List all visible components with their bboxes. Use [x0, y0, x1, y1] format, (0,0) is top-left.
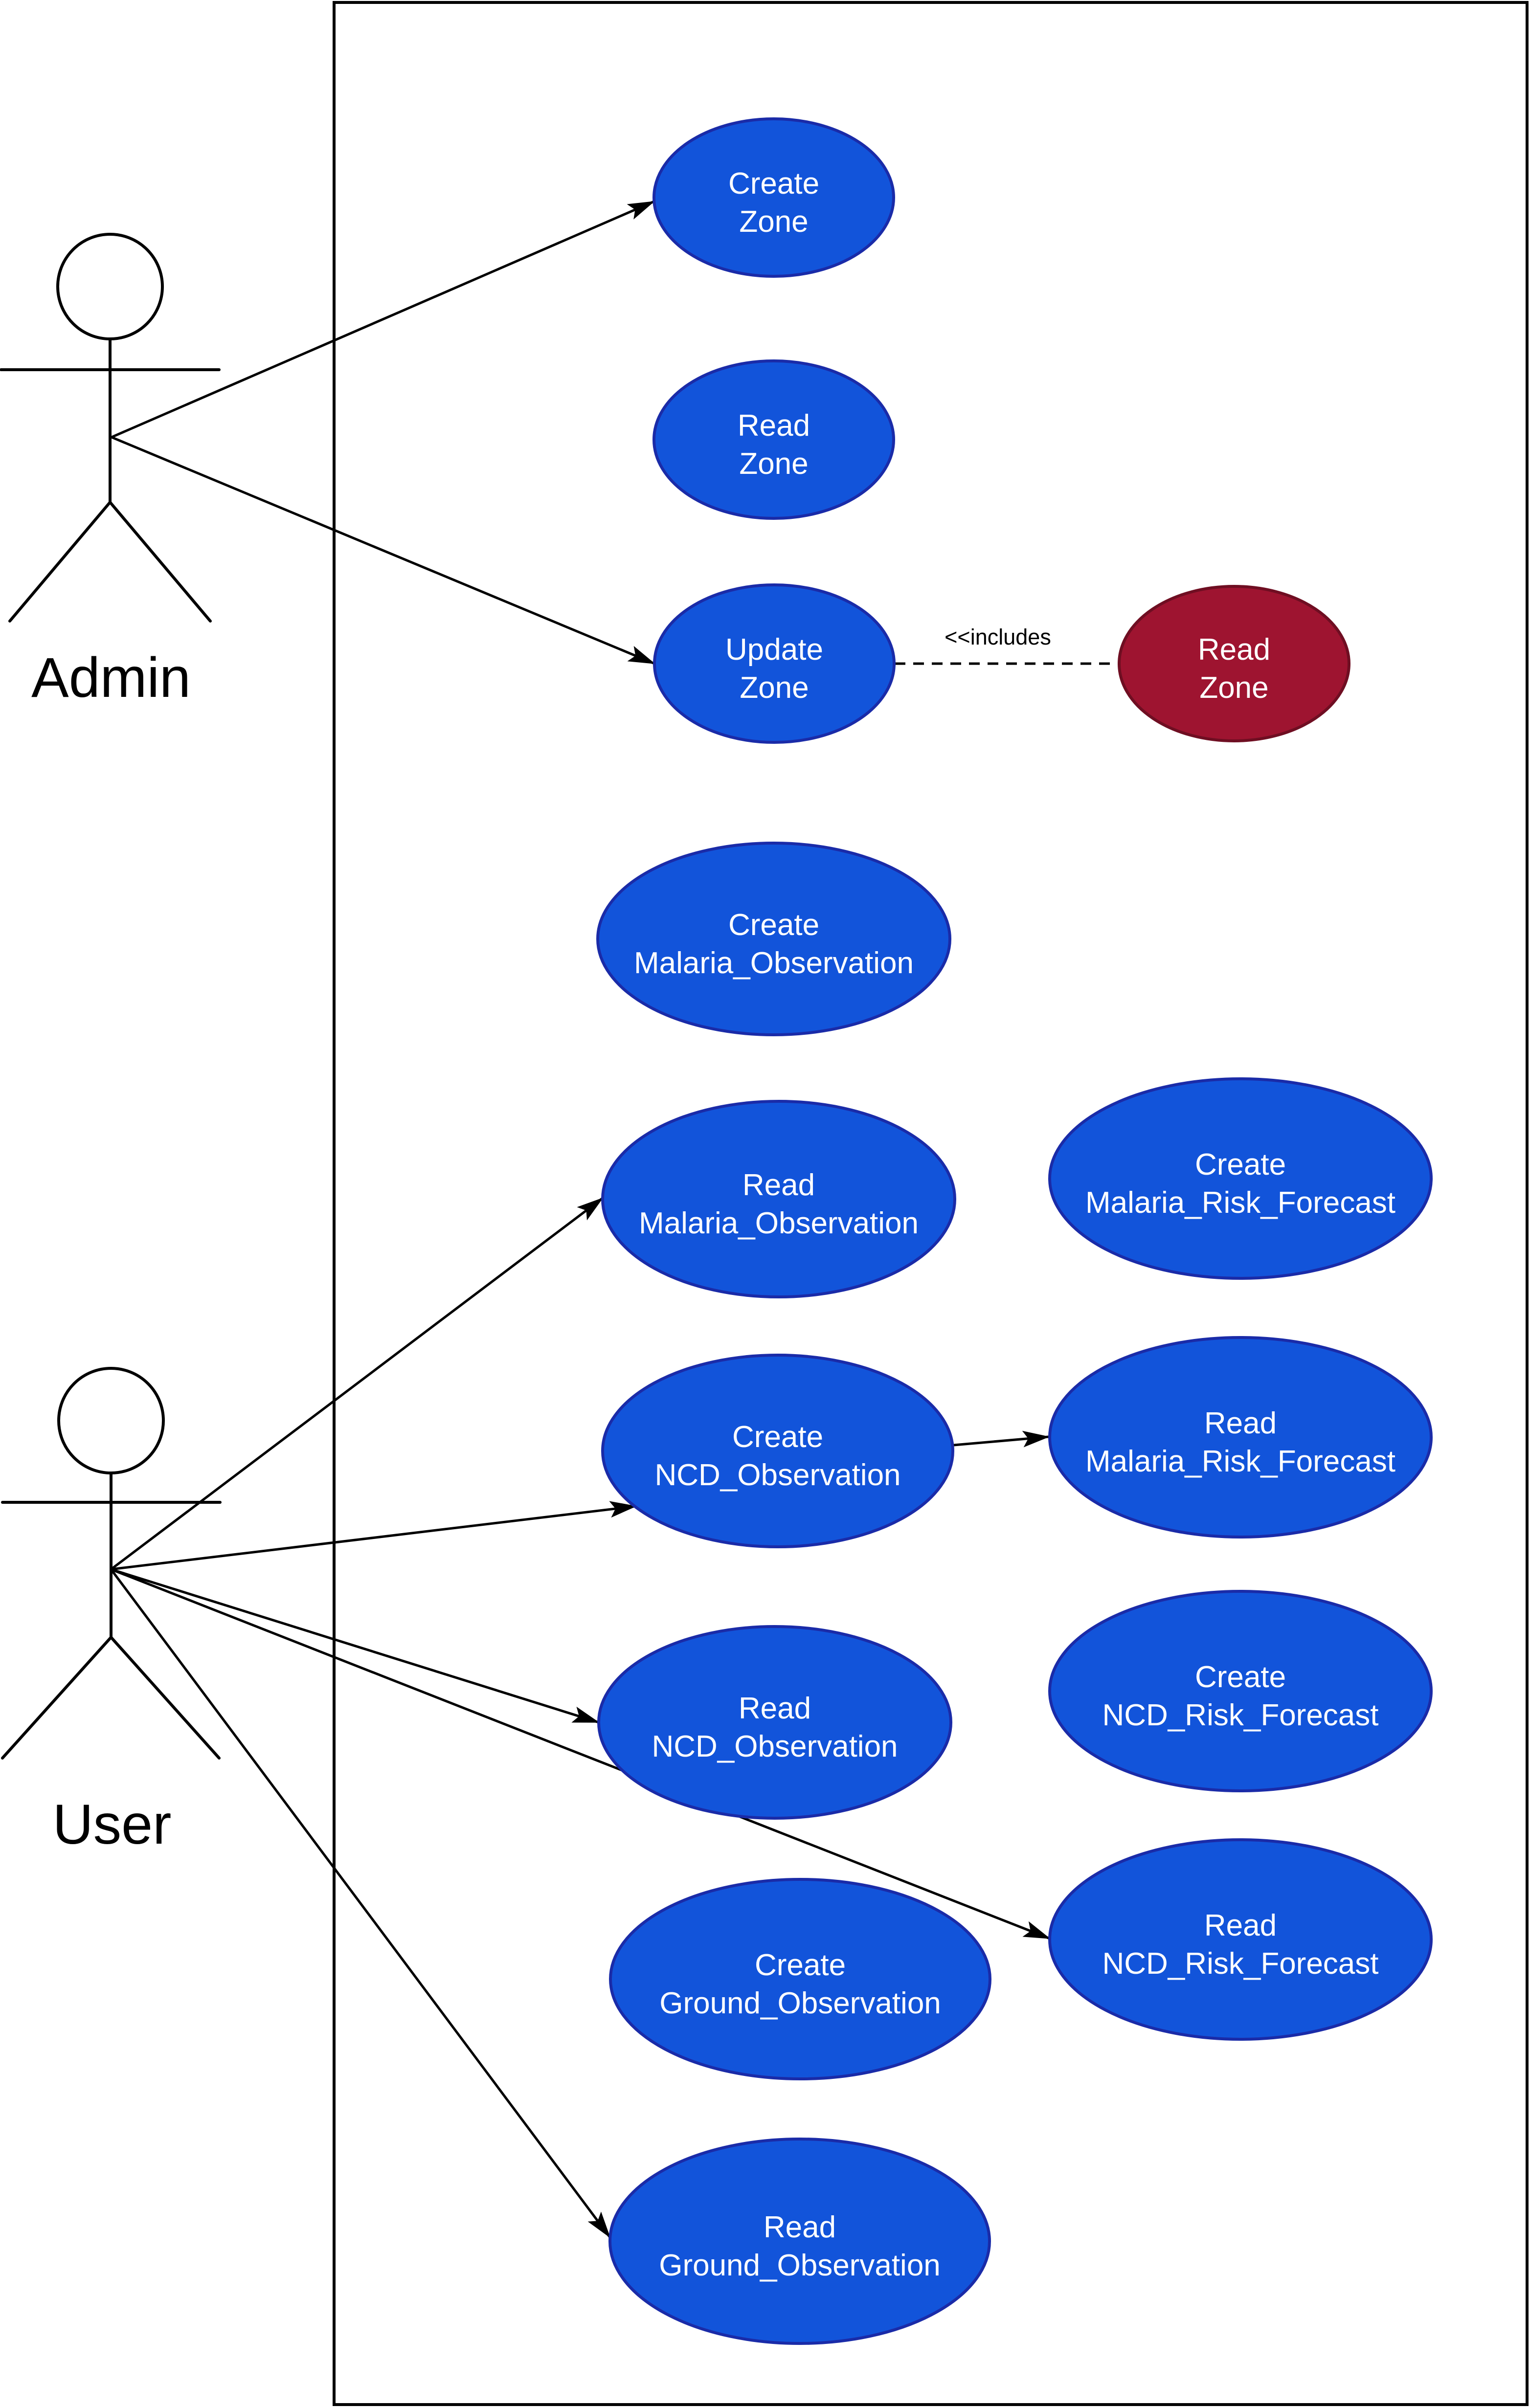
usecase-ellipse-update-zone: [653, 583, 896, 744]
edge-user-to-read-ground-observation: [110, 1568, 611, 2238]
actor-limb-admin-3: [109, 501, 212, 623]
usecase-ellipse-read-ground-observation: [608, 2138, 991, 2345]
edge-user-to-read-malaria-observation: [110, 1197, 604, 1570]
actor-admin: Admin: [0, 233, 221, 709]
edge-user-to-create-ncd-observation: [111, 1501, 637, 1571]
usecase-ellipse-read-ncd-observation: [597, 1625, 952, 1820]
edge-create-ncd-observation-to-read-malaria-risk-forecast: [953, 1430, 1050, 1448]
actor-limb-user-3: [110, 1636, 221, 1760]
actor-limb-user-2: [1, 1636, 112, 1760]
edge-admin-to-update-zone: [111, 436, 655, 665]
usecase-ellipse-read-malaria-observation: [601, 1100, 956, 1298]
edge-user-to-read-ncd-observation: [111, 1568, 600, 1724]
usecase-ellipse-create-ncd-observation: [601, 1354, 954, 1548]
usecase-ellipse-create-ground-observation: [609, 1878, 991, 2080]
edge-admin-to-create-zone: [111, 200, 655, 439]
usecase-ellipse-read-ncd-risk-forecast: [1048, 1838, 1433, 2041]
actor-user: User: [1, 1367, 222, 1856]
usecase-ellipse-read-zone-included: [1118, 585, 1350, 742]
usecase-ellipse-create-malaria-risk-forecast: [1048, 1077, 1433, 1280]
actor-label-user: User: [53, 1793, 172, 1856]
usecase-ellipse-create-zone: [652, 117, 895, 278]
usecase-ellipse-read-zone: [652, 359, 895, 520]
actor-label-admin: Admin: [31, 647, 191, 709]
usecase-ellipse-create-malaria-observation: [596, 842, 951, 1036]
edge-user-to-read-ncd-risk-forecast: [111, 1568, 1051, 1940]
actor-limb-admin-2: [8, 501, 112, 623]
usecase-ellipse-create-ncd-risk-forecast: [1048, 1590, 1433, 1792]
usecase-ellipse-read-malaria-risk-forecast: [1048, 1336, 1433, 1538]
actor-head-user: [57, 1367, 165, 1474]
includes-label: <<includes: [945, 624, 1051, 649]
actor-head-admin: [56, 233, 164, 340]
